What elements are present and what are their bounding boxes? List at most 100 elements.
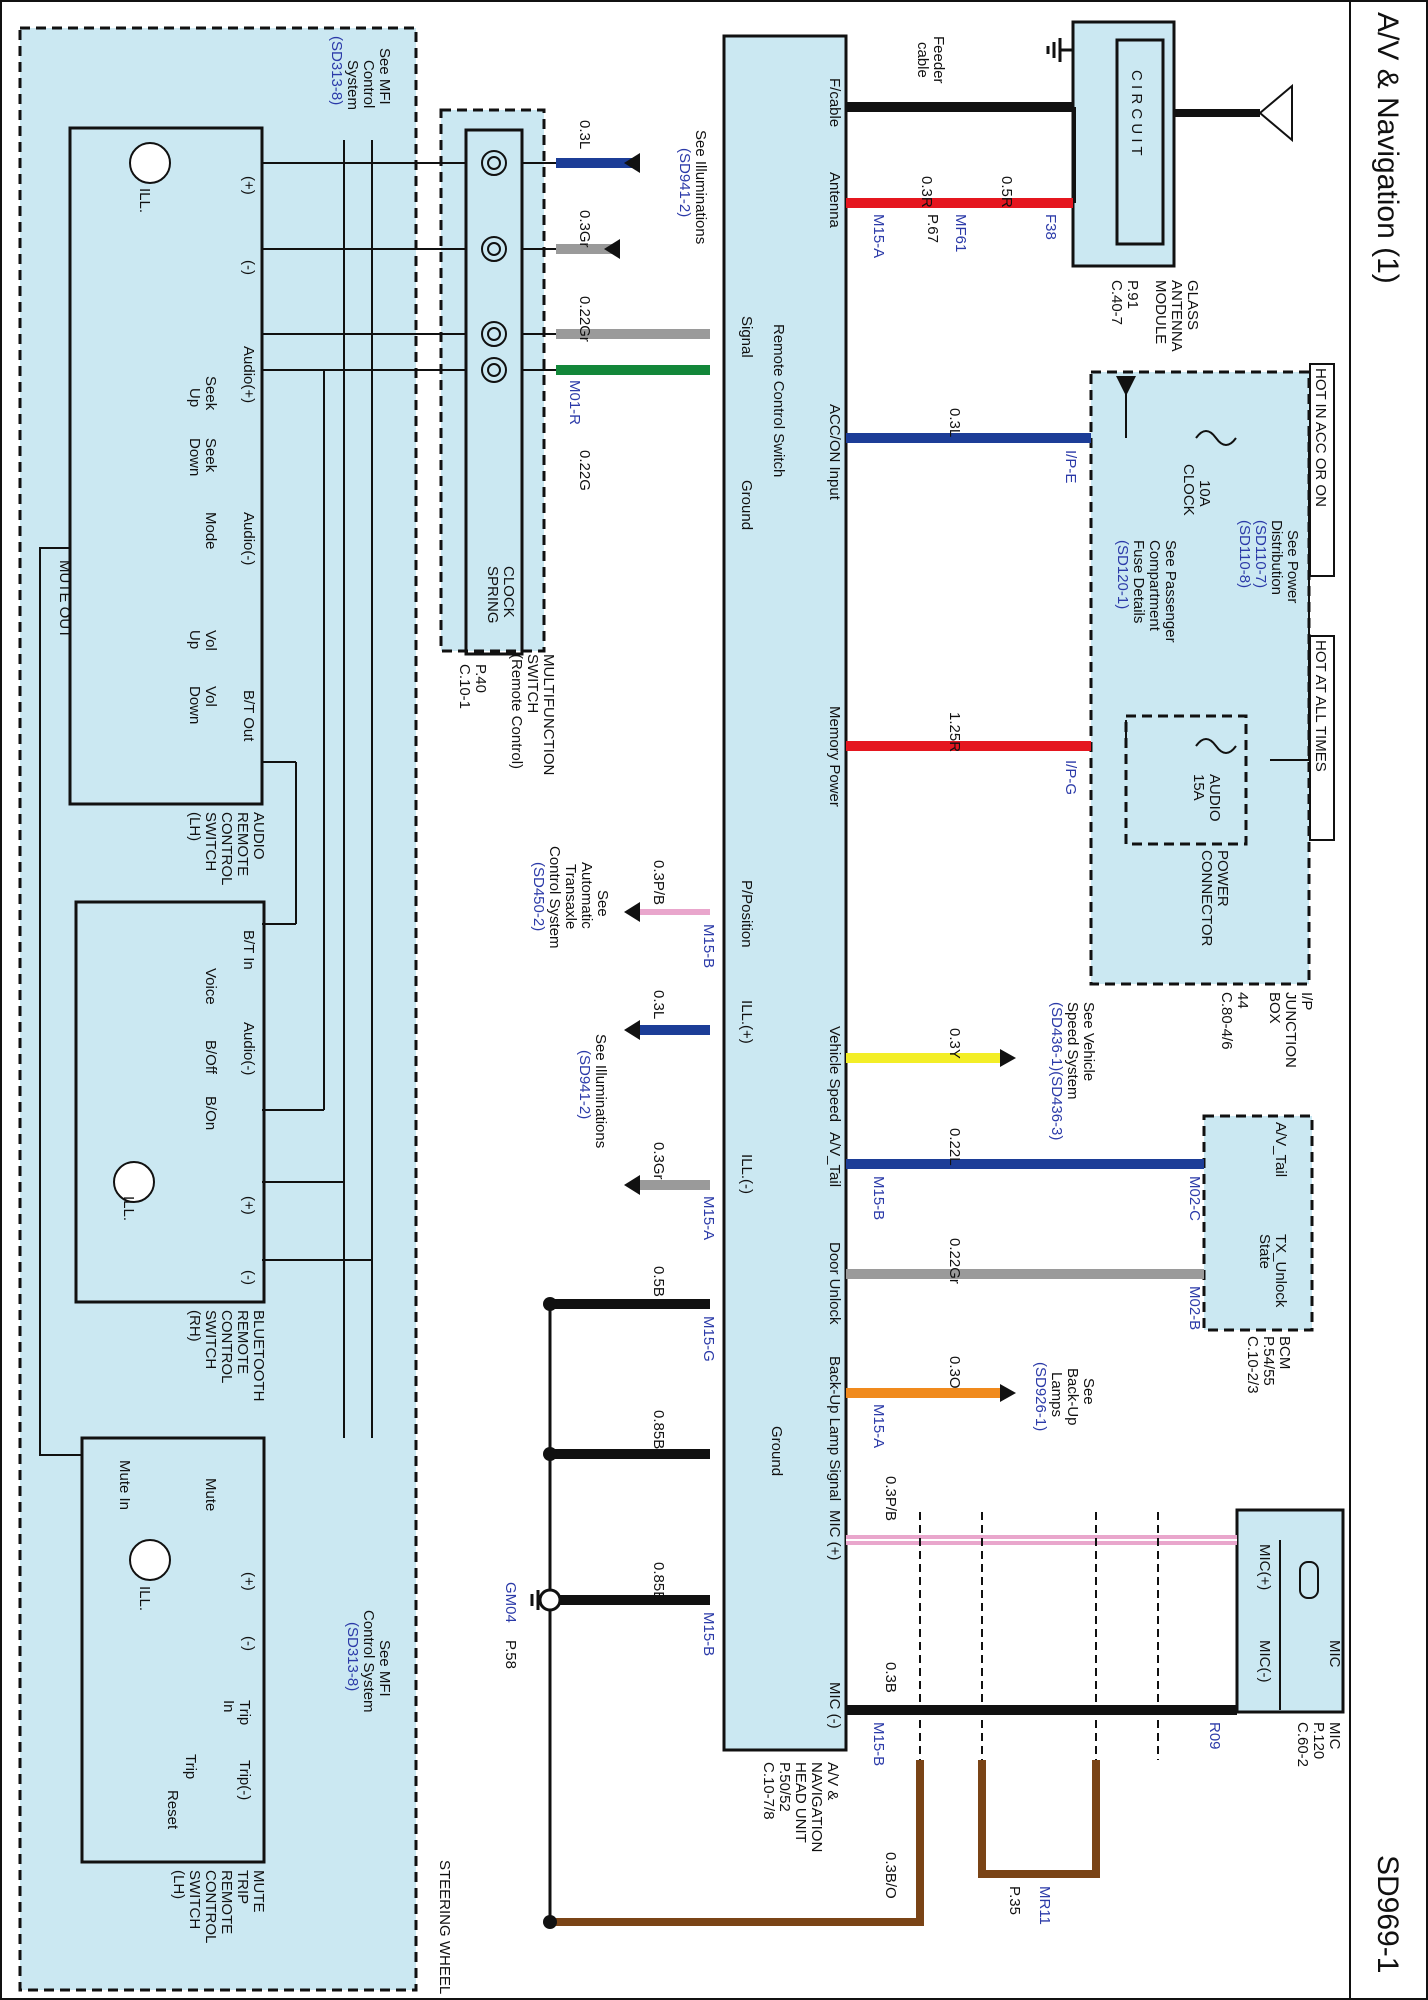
spec-ill-plus-a: 0.3L: [576, 120, 593, 149]
microphone-icon: [1279, 1540, 1319, 1710]
mic-shield-wire[interactable]: [550, 1760, 924, 1926]
see-mfi2-2: Control System: [360, 1610, 377, 1713]
audio-sw-mode: Mode: [202, 512, 219, 550]
fuse-icon: [1195, 430, 1237, 754]
mfi-ref-2: (SD313-8): [344, 1622, 361, 1691]
conn-m15a-2[interactable]: M15-A: [870, 1404, 887, 1448]
ij-box-name-1: I/P: [1298, 992, 1315, 1010]
see-auto-3: Transaxle: [562, 864, 579, 929]
see-ill-b: See Illuminations: [592, 1034, 609, 1148]
see-fuse-1: See Passenger: [1162, 540, 1179, 643]
bcm-name: BCM: [1276, 1336, 1293, 1369]
glass-antenna-name-2: ANTENNA: [1168, 280, 1185, 352]
conn-f38[interactable]: F38: [1042, 214, 1059, 240]
conn-mr11[interactable]: MR11: [1036, 1886, 1053, 1925]
audio-sw-vol2: Vol: [202, 686, 219, 707]
audio-remote-switch-box[interactable]: [68, 126, 264, 806]
bt-sw-name-1: BLUETOOTH: [250, 1310, 267, 1401]
pin-antenna: Antenna: [826, 172, 843, 229]
glass-antenna-circuit: C I R C U I T: [1128, 70, 1145, 156]
ill-arrow-icon-d: [624, 1175, 640, 1195]
spec-ppos: 0.3P/B: [650, 860, 667, 905]
mute-sw-name-6: (LH): [170, 1870, 187, 1899]
conn-m15g[interactable]: M15-G: [700, 1316, 717, 1362]
audio-sw-minus: (-): [240, 260, 257, 275]
see-vehicle-2: Speed System: [1064, 1002, 1081, 1100]
audio-sw-audio-plus: Audio(+): [240, 346, 257, 403]
conn-r09[interactable]: R09: [1206, 1722, 1223, 1750]
bt-sw-audio-minus: Audio(-): [240, 1022, 257, 1075]
glass-antenna-module[interactable]: [1071, 20, 1176, 268]
ill-ref-a: (SD941-2): [676, 148, 693, 217]
conn-m15b-4[interactable]: M15-B: [700, 1612, 717, 1656]
spec-signal: 0.22Gr: [576, 296, 593, 342]
see-fuse-3: Fuse Details: [1130, 540, 1147, 623]
conn-m15a-3[interactable]: M15-A: [700, 1196, 717, 1240]
conn-m15a-1[interactable]: M15-A: [870, 214, 887, 258]
conn-ipe[interactable]: I/P-E: [1062, 450, 1079, 483]
conn-m15b-2[interactable]: M15-B: [870, 1722, 887, 1766]
clock-spring-box: [464, 128, 524, 656]
see-fuse-2: Compartment: [1146, 540, 1163, 632]
see-backup-3: Lamps: [1048, 1372, 1065, 1417]
labels: C I R C U I T GLASS ANTENNA MODULE P.91 …: [56, 36, 1343, 1994]
audio-sw-bt-out: B/T Out: [240, 690, 257, 742]
conn-m01r[interactable]: M01-R: [566, 380, 583, 425]
hot-always-label: HOT AT ALL TIMES: [1312, 640, 1329, 772]
conn-m02c[interactable]: M02-C: [1186, 1176, 1203, 1221]
bt-sw-name-3: CONTROL: [218, 1310, 235, 1383]
spec-gnd24: 0.85B: [650, 1562, 667, 1601]
bt-sw-name-2: REMOTE: [234, 1310, 251, 1374]
mute-trip-switch-box[interactable]: [80, 1436, 266, 1864]
mic-panel[interactable]: [1235, 1508, 1345, 1714]
see-auto-2: Automatic: [578, 862, 595, 929]
spec-speed: 0.3Y: [946, 1028, 963, 1059]
conn-m15b-3[interactable]: M15-B: [700, 924, 717, 968]
glass-antenna-page-1: P.91: [1124, 280, 1141, 309]
spec-avtail: 0.22L: [946, 1128, 963, 1166]
mute-sw-trip-minus: Trip(-): [236, 1760, 253, 1800]
bcm-panel: [1202, 1114, 1314, 1332]
mute-sw-plus: (+): [240, 1572, 257, 1591]
bt-sw-name-4: SWITCH: [202, 1310, 219, 1369]
wires-right: [846, 102, 1237, 1715]
hot-acc-label: HOT IN ACC OR ON: [1312, 368, 1329, 507]
mic-name: MIC: [1326, 1722, 1343, 1750]
conn-p35[interactable]: P.35: [1006, 1886, 1023, 1915]
conn-mf61[interactable]: MF61: [952, 214, 969, 252]
ppos-arrow-icon: [624, 902, 640, 922]
conn-ipg[interactable]: I/P-G: [1062, 760, 1079, 795]
bt-sw-bon: B/On: [202, 1096, 219, 1130]
head-unit-box[interactable]: [722, 34, 848, 1752]
head-unit-name-2: NAVIGATION: [808, 1762, 825, 1852]
spec-ill-minus-b: 0.3Gr: [650, 1142, 667, 1180]
power-ref-2: (SD110-8): [1236, 520, 1253, 588]
bt-sw-plus: (+): [240, 1196, 257, 1215]
audio-sw-down: Down: [186, 438, 203, 476]
pin-backup: Back-Up Lamp Signal: [826, 1356, 843, 1501]
backup-arrow-icon: [1000, 1384, 1016, 1402]
see-mfi-2: Control: [360, 60, 377, 108]
mute-sw-name-4: CONTROL: [202, 1870, 219, 1943]
power-connector-2: CONNECTOR: [1198, 850, 1215, 947]
bluetooth-remote-switch-box[interactable]: [74, 900, 266, 1304]
mute-sw-trip-in: In: [220, 1700, 237, 1713]
ij-box-page-1: 44: [1234, 992, 1251, 1009]
page-title: A/V & Navigation (1): [1371, 12, 1404, 284]
ground-group-label: Ground: [768, 1426, 785, 1476]
conn-p67[interactable]: P.67: [924, 214, 941, 243]
ij-box-name-3: BOX: [1266, 992, 1283, 1024]
mute-sw-reset: Reset: [164, 1790, 181, 1830]
mic-page-2: C.60-2: [1294, 1722, 1311, 1767]
bt-sw-voice: Voice: [202, 968, 219, 1005]
mute-sw-trip2: Trip: [182, 1754, 199, 1779]
ground-id: GM04: [502, 1582, 519, 1623]
audio-sw-vol-up: Up: [186, 630, 203, 649]
glass-antenna-name-3: MODULE: [1152, 280, 1169, 344]
conn-m15b-1[interactable]: M15-B: [870, 1176, 887, 1220]
conn-m02b[interactable]: M02-B: [1186, 1286, 1203, 1330]
ill-minus-label: ILL.(-): [738, 1154, 755, 1194]
mic-shield-wire-2[interactable]: [978, 1760, 1100, 1878]
glass-antenna-name-1: GLASS: [1184, 280, 1201, 330]
